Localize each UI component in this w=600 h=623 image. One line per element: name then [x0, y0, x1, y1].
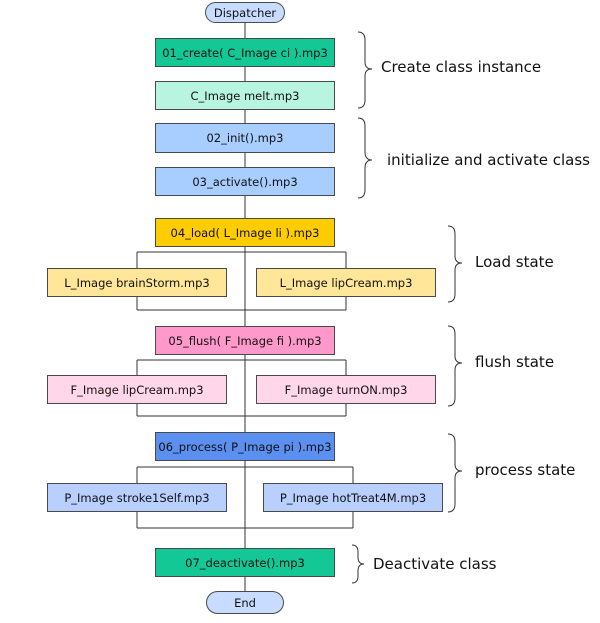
process-stroke-node: P_Image stroke1Self.mp3 [47, 483, 227, 512]
annotation-init: initialize and activate class [387, 151, 590, 169]
brace-init [357, 117, 373, 199]
brace-process [447, 433, 463, 513]
load-node: 04_load( L_Image li ).mp3 [155, 218, 335, 247]
annotation-deactivate: Deactivate class [373, 555, 497, 573]
brace-load [447, 225, 463, 303]
annotation-load: Load state [475, 253, 554, 271]
end-node: End [206, 591, 284, 614]
load-lipcream-node: L_Image lipCream.mp3 [256, 268, 436, 297]
brace-flush [447, 325, 463, 407]
load-brainstorm-node: L_Image brainStorm.mp3 [47, 268, 227, 297]
annotation-process: process state [475, 461, 576, 479]
process-hottreat-node: P_Image hotTreat4M.mp3 [263, 483, 443, 512]
deactivate-node: 07_deactivate().mp3 [155, 548, 335, 577]
activate-node: 03_activate().mp3 [155, 167, 335, 196]
dispatcher-start-node: Dispatcher [205, 2, 285, 23]
brace-create [357, 31, 373, 109]
flush-node: 05_flush( F_Image fi ).mp3 [155, 326, 335, 355]
flush-lipcream-node: F_Image lipCream.mp3 [47, 375, 227, 404]
create-melt-node: C_Image melt.mp3 [155, 81, 335, 110]
create-node: 01_create( C_Image ci ).mp3 [155, 38, 335, 67]
brace-deactivate [351, 544, 365, 584]
annotation-flush: flush state [475, 353, 555, 371]
annotation-create: Create class instance [381, 58, 542, 76]
process-node: 06_process( P_Image pi ).mp3 [155, 432, 335, 461]
init-node: 02_init().mp3 [155, 123, 335, 153]
flush-turnon-node: F_Image turnON.mp3 [256, 375, 436, 404]
